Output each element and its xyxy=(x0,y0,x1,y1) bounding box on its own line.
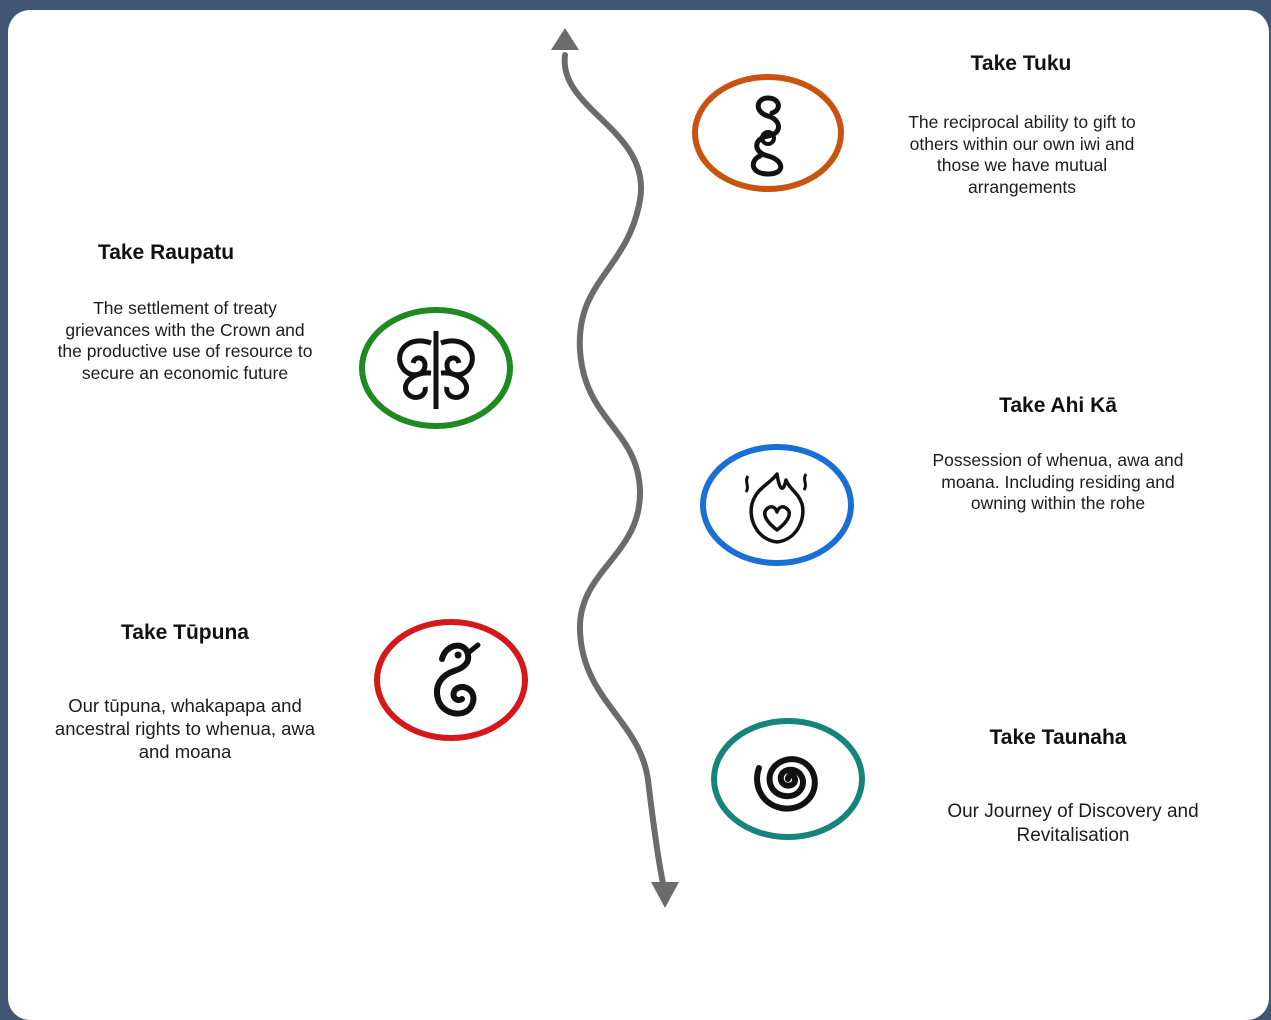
flame-heart-icon xyxy=(744,472,808,544)
arrow-head-up-icon xyxy=(551,28,579,50)
raupatu-ring xyxy=(359,307,513,429)
tupuna-description: Our tūpuna, whakapapa and ancestral righ… xyxy=(54,695,316,762)
taunaha-title: Take Taunaha xyxy=(989,726,1127,749)
tuku-ring xyxy=(692,74,844,192)
raupatu-title: Take Raupatu xyxy=(97,241,235,264)
tupuna-ring xyxy=(374,619,528,741)
tree-of-life-icon xyxy=(397,331,475,409)
manaia-bird-icon xyxy=(434,642,481,717)
double-twist-koru-icon xyxy=(750,95,784,177)
tupuna-title: Take Tūpuna xyxy=(121,621,249,644)
ahika-title: Take Ahi Kā xyxy=(999,394,1117,417)
ahika-ring xyxy=(700,444,854,566)
taunaha-ring xyxy=(711,718,865,840)
wavy-timeline-arrow xyxy=(551,28,679,908)
raupatu-description: The settlement of treaty grievances with… xyxy=(57,298,313,383)
spiral-icon xyxy=(754,756,818,812)
tuku-description: The reciprocal ability to gift to others… xyxy=(908,112,1136,197)
diagram-card: Take Tuku The reciprocal ability to gift… xyxy=(8,10,1269,1020)
tuku-title: Take Tuku xyxy=(970,52,1072,75)
taunaha-description: Our Journey of Discovery and Revitalisat… xyxy=(947,801,1199,846)
arrow-head-down-icon xyxy=(651,882,679,908)
ahika-description: Possession of whenua, awa and moana. Inc… xyxy=(932,450,1184,513)
